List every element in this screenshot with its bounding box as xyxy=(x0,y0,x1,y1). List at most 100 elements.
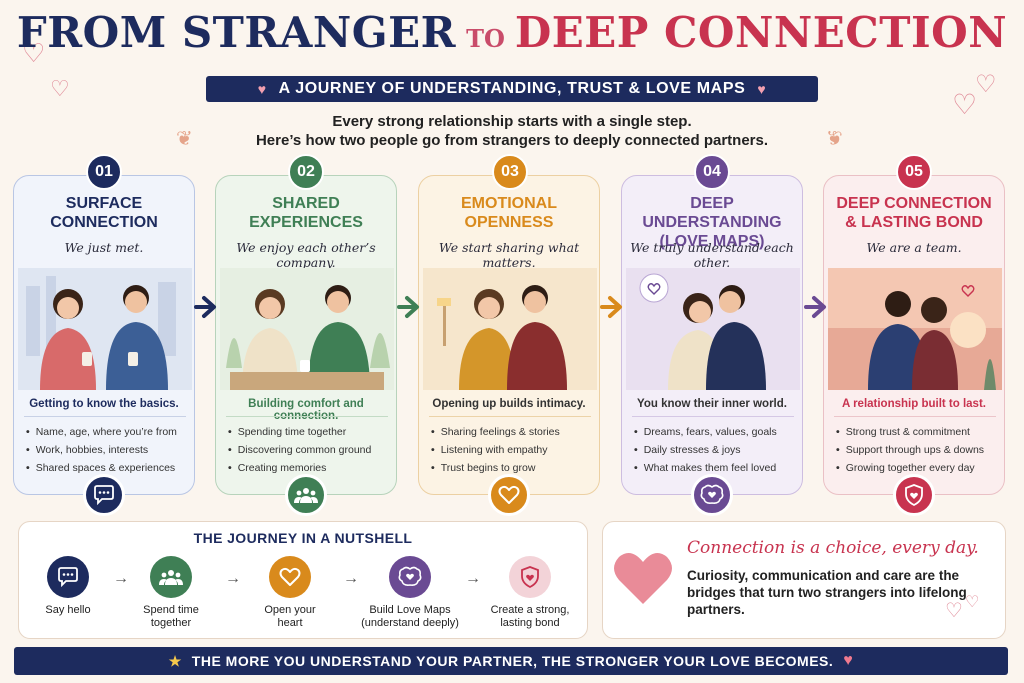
intro-text: Every strong relationship starts with a … xyxy=(0,112,1024,150)
heart-icon xyxy=(269,556,311,598)
shield-heart-icon xyxy=(509,556,551,598)
journey-nutshell-panel: THE JOURNEY IN A NUTSHELL Say hello → Sp… xyxy=(18,521,588,639)
list-item: Support through ups & downs xyxy=(836,441,1001,459)
couple-illustration-talking xyxy=(423,268,597,390)
divider xyxy=(632,416,794,417)
list-item: Trust begins to grow xyxy=(431,459,596,477)
step-heading: You know their inner world. xyxy=(637,398,787,410)
step-badge-3: 03 xyxy=(492,154,528,190)
arrow-right-icon: → xyxy=(225,570,241,587)
divider xyxy=(429,416,591,417)
step-tagline: We just met. xyxy=(64,240,144,255)
nutshell-step-1: Say hello xyxy=(13,556,123,617)
step-bullet-list: Dreams, fears, values, goals Daily stres… xyxy=(634,423,799,477)
group-icon xyxy=(150,556,192,598)
couple-illustration-close xyxy=(626,268,800,390)
list-item: Listening with empathy xyxy=(431,441,596,459)
nutshell-step-5: Create a strong, lasting bond xyxy=(475,556,585,630)
nutshell-step-label: Spend time together xyxy=(143,604,199,629)
couple-illustration-meeting xyxy=(18,268,192,390)
subtitle-text: A JOURNEY OF UNDERSTANDING, TRUST & LOVE… xyxy=(278,80,746,97)
step-tagline: We truly understand each other. xyxy=(630,240,794,270)
step-card-1: SURFACE CONNECTION We just met. Getting … xyxy=(13,175,195,495)
intro-line-2: Here’s how two people go from strangers … xyxy=(255,132,769,149)
step-card-5: DEEP CONNECTION & LASTING BOND We are a … xyxy=(823,175,1005,495)
brain-heart-icon xyxy=(691,474,733,516)
subtitle-bar: ♥ A JOURNEY OF UNDERSTANDING, TRUST & LO… xyxy=(206,76,818,102)
list-item: Shared spaces & experiences xyxy=(26,459,191,477)
couple-illustration-sunset xyxy=(828,268,1002,390)
nutshell-step-3: Open your heart xyxy=(235,556,345,630)
arrow-right-icon: → xyxy=(343,570,359,587)
arrow-right-icon xyxy=(194,296,216,318)
quote-body: Curiosity, communication and care are th… xyxy=(687,568,967,617)
list-item: Work, hobbies, interests xyxy=(26,441,191,459)
step-heading: Building comfort and connection. xyxy=(248,398,364,422)
intro-line-1: Every strong relationship starts with a … xyxy=(332,113,692,130)
step-title: DEEP UNDERSTANDING (LOVE MAPS) xyxy=(642,195,782,250)
footer-banner: ★ THE MORE YOU UNDERSTAND YOUR PARTNER, … xyxy=(14,647,1008,675)
divider xyxy=(226,416,388,417)
step-heading: Opening up builds intimacy. xyxy=(432,398,586,410)
divider xyxy=(24,416,186,417)
list-item: Strong trust & commitment xyxy=(836,423,1001,441)
quote-headline: Connection is a choice, every day. xyxy=(687,538,979,558)
arrow-right-icon: → xyxy=(113,570,129,587)
step-tagline: We are a team. xyxy=(866,240,962,255)
shield-heart-icon xyxy=(893,474,935,516)
nutshell-step-label: Create a strong, lasting bond xyxy=(490,604,570,629)
decor-heart-icon: ♡ xyxy=(50,76,70,101)
arrow-right-icon: → xyxy=(465,570,481,587)
big-heart-icon xyxy=(614,553,672,604)
heart-icon: ♥ xyxy=(843,652,854,669)
title-connector: TO xyxy=(466,24,505,53)
decor-heart-icon: ♡ xyxy=(975,71,997,98)
quote-panel: Connection is a choice, every day. Curio… xyxy=(602,521,1006,639)
decor-heart-icon: ♡ xyxy=(22,38,46,68)
step-bullet-list: Strong trust & commitment Support throug… xyxy=(836,423,1001,477)
sprig-left-icon: ❦ xyxy=(176,128,193,150)
couple-illustration-cafe xyxy=(220,268,394,390)
step-title: DEEP CONNECTION & LASTING BOND xyxy=(836,195,992,231)
heart-icon: ♥ xyxy=(257,81,267,97)
list-item: Discovering common ground xyxy=(228,441,393,459)
decor-heart-icon: ♡ xyxy=(965,594,980,611)
step-badge-1: 01 xyxy=(86,154,122,190)
arrow-right-icon xyxy=(600,296,622,318)
step-badge-5: 05 xyxy=(896,154,932,190)
list-item: Name, age, where you’re from xyxy=(26,423,191,441)
step-badge-4: 04 xyxy=(694,154,730,190)
step-bullet-list: Sharing feelings & stories Listening wit… xyxy=(431,423,596,477)
step-bullet-list: Name, age, where you’re from Work, hobbi… xyxy=(26,423,191,477)
step-card-2: SHARED EXPERIENCES We enjoy each other’s… xyxy=(215,175,397,495)
list-item: Dreams, fears, values, goals xyxy=(634,423,799,441)
chat-bubble-icon xyxy=(83,474,125,516)
nutshell-step-4: Build Love Maps (understand deeply) xyxy=(355,556,465,630)
list-item: Spending time together xyxy=(228,423,393,441)
step-card-3: EMOTIONAL OPENNESS We start sharing what… xyxy=(418,175,600,495)
nutshell-step-2: Spend time together xyxy=(116,556,226,630)
title-part-1: FROM STRANGER xyxy=(16,8,457,57)
step-badge-2: 02 xyxy=(288,154,324,190)
star-icon: ★ xyxy=(168,652,182,669)
heart-icon: ♥ xyxy=(757,81,767,97)
list-item: Growing together every day xyxy=(836,459,1001,477)
group-icon xyxy=(285,474,327,516)
step-title: SURFACE CONNECTION xyxy=(50,195,158,231)
nutshell-title: THE JOURNEY IN A NUTSHELL xyxy=(193,530,413,546)
footer-text: THE MORE YOU UNDERSTAND YOUR PARTNER, TH… xyxy=(191,653,834,669)
step-card-4: DEEP UNDERSTANDING (LOVE MAPS) We truly … xyxy=(621,175,803,495)
arrow-right-icon xyxy=(397,296,419,318)
heart-icon xyxy=(488,474,530,516)
nutshell-step-label: Say hello xyxy=(45,604,91,616)
chat-bubble-icon xyxy=(47,556,89,598)
step-tagline: We start sharing what matters. xyxy=(438,240,580,270)
step-heading: A relationship built to last. xyxy=(842,398,986,410)
step-title: SHARED EXPERIENCES xyxy=(249,195,363,231)
brain-heart-icon xyxy=(389,556,431,598)
step-bullet-list: Spending time together Discovering commo… xyxy=(228,423,393,477)
list-item: Sharing feelings & stories xyxy=(431,423,596,441)
decor-heart-icon: ♡ xyxy=(945,600,963,622)
step-heading: Getting to know the basics. xyxy=(29,398,179,410)
